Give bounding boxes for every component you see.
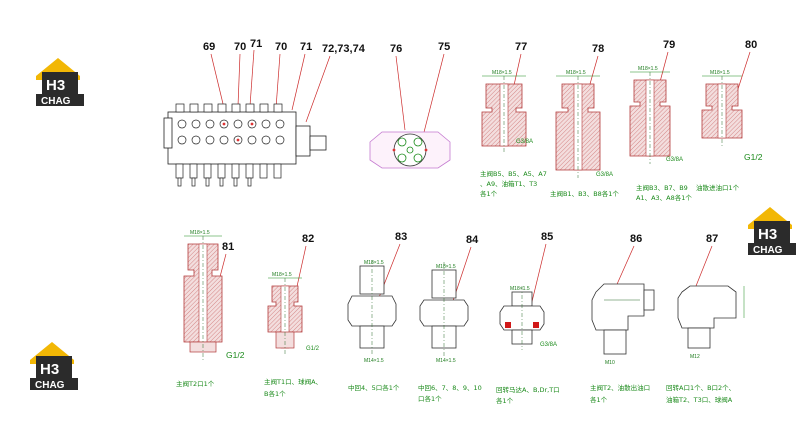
thread-dim-m18: M18×1.5: [710, 70, 730, 76]
thread-dim-m14: M14×1.5: [364, 358, 384, 364]
fitting-77: M18×1.5 G3/8A 主阀B5、B5、A5、A7 、A9、油箱T1、T3 …: [480, 70, 547, 198]
thread-dim-m18: M18×1.5: [638, 66, 658, 72]
logo-mark-text: H3: [40, 361, 59, 378]
part-number-71: 71: [300, 41, 312, 53]
fitting-87-elbow: [677, 285, 745, 349]
fitting-77-note: 各1个: [480, 189, 498, 198]
fitting-82-note: 主阀T1口、球阀A、: [264, 377, 322, 386]
multi-way-valve-block: [163, 103, 327, 187]
thread-dim-m18: M18×1.5: [436, 264, 456, 270]
fitting-86-note: 各1个: [590, 395, 608, 404]
brand-logo-left-top: H3 CHAG: [36, 58, 84, 107]
seal-ring-marks: [505, 322, 539, 328]
thread-label-g38: G3/8A: [540, 342, 557, 348]
thread-dim-m18: M18×1.5: [272, 272, 292, 278]
thread-dim-m18: M18×1.5: [190, 230, 210, 236]
fitting-85: [499, 286, 545, 350]
fitting-80: M18×1.5 G1/2 油散进油口1个: [696, 70, 763, 192]
logo-wordmark: CHAG: [41, 96, 71, 107]
thread-dim-m10: M10: [605, 360, 615, 366]
logo-wordmark: CHAG: [35, 380, 65, 391]
part-number-82: 82: [302, 233, 314, 245]
fitting-85-note: 各1个: [496, 396, 514, 405]
part-number-78: 78: [592, 43, 604, 55]
fitting-87-note: 回转A口1个、B口2个、: [666, 383, 735, 392]
thread-label-g12: G1/2: [744, 152, 763, 162]
logo-mark-text: H3: [46, 77, 65, 94]
part-number-86: 86: [630, 233, 642, 245]
logo-wordmark: CHAG: [753, 245, 783, 256]
part-number-70: 70: [234, 41, 246, 53]
fitting-79: M18×1.5 G3/8A 主阀B3、B7、B9 A1、A3、A8各1个: [629, 66, 692, 202]
fitting-86-elbow: [591, 283, 655, 355]
fitting-84: [419, 262, 469, 356]
part-number-87: 87: [706, 233, 718, 245]
part-number-79: 79: [663, 39, 675, 51]
fitting-86-note: 主阀T2、油散出油口: [590, 383, 650, 392]
fitting-79-note: A1、A3、A8各1个: [636, 193, 692, 202]
fitting-84-note: 中回6、7、8、9、10: [418, 383, 482, 392]
thread-dim-m18: M18×1.5: [566, 70, 586, 76]
thread-dim-m14: M14×1.5: [436, 358, 456, 364]
thread-label-g38: G3/8A: [596, 172, 613, 178]
part-number-81: 81: [222, 241, 234, 253]
fitting-80-note: 油散进油口1个: [696, 183, 740, 192]
part-number-84: 84: [466, 234, 479, 246]
thread-label-g12: G1/2: [226, 350, 245, 360]
brand-logo-left-bottom: H3 CHAG: [30, 342, 78, 391]
part-number-70: 70: [275, 41, 287, 53]
thread-dim-m12: M12: [690, 354, 700, 360]
thread-dim-m18: M18×1.5: [492, 70, 512, 76]
part-number-72-73-74: 72,73,74: [322, 43, 366, 55]
swivel-joint-view: [369, 131, 451, 169]
thread-label-g38: G3/8A: [666, 157, 683, 163]
fitting-78: M18×1.5 G3/8A 主阀B1、B3、B8各1个: [550, 70, 619, 198]
thread-dim-m18: M18×1.5: [510, 286, 530, 292]
thread-label-g12: G1/2: [306, 346, 320, 352]
logo-mark-text: H3: [758, 226, 777, 243]
fitting-79-note: 主阀B3、B7、B9: [636, 183, 688, 192]
part-number-83: 83: [395, 231, 407, 243]
fitting-84-note: 口各1个: [418, 394, 442, 403]
part-number-85: 85: [541, 231, 553, 243]
fitting-78-note: 主阀B1、B3、B8各1个: [550, 189, 619, 198]
thread-label-g38: G3/8A: [516, 139, 533, 145]
part-number-69: 69: [203, 41, 215, 53]
part-number-77: 77: [515, 41, 527, 53]
part-number-75: 75: [438, 41, 450, 53]
part-number-71: 71: [250, 38, 262, 50]
fitting-77-note: 、A9、油箱T1、T3: [480, 179, 537, 188]
part-number-76: 76: [390, 43, 402, 55]
brand-logo-right: H3 CHAG: [748, 207, 796, 256]
fitting-82-note: B各1个: [264, 389, 286, 398]
thread-dim-m18: M18×1.5: [364, 260, 384, 266]
fitting-83: [347, 260, 397, 356]
fitting-82: M18×1.5 G1/2 主阀T1口、球阀A、 B各1个: [264, 272, 322, 398]
fitting-85-note: 回转马达A、B,Dr,T口: [496, 385, 560, 394]
fitting-81-note: 主阀T2口1个: [176, 379, 215, 388]
part-number-80: 80: [745, 39, 757, 51]
fitting-83-note: 中回4、5口各1个: [348, 383, 400, 392]
fitting-87-note: 油箱T2、T3口、球阀A: [666, 395, 733, 404]
fitting-77-note: 主阀B5、B5、A5、A7: [480, 169, 547, 178]
fitting-81: M18×1.5 G1/2 主阀T2口1个: [176, 230, 245, 388]
